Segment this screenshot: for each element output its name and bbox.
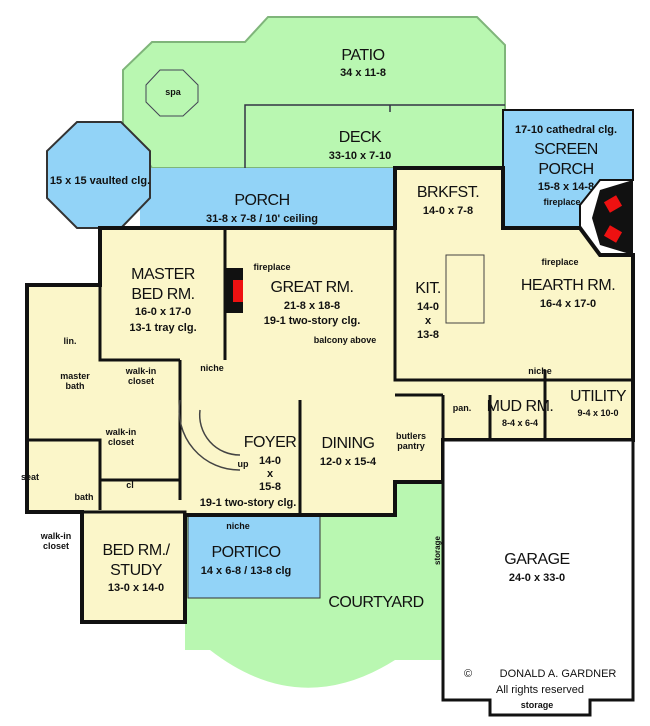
deck-dims: 33-10 x 7-10 bbox=[328, 150, 392, 162]
bath-label: bath bbox=[74, 492, 94, 502]
master-bath-label: master bath bbox=[60, 371, 90, 391]
hearth-room-dims: 16-4 x 17-0 bbox=[539, 298, 597, 310]
niche-label-foyer: niche bbox=[226, 521, 250, 531]
patio-label: PATIO bbox=[341, 47, 385, 64]
hearth-room-fire bbox=[603, 225, 623, 243]
bed-study-label-2: STUDY bbox=[110, 562, 162, 579]
copyright-owner: DONALD A. GARDNER bbox=[499, 668, 617, 680]
great-room-note: 19-1 two-story clg. bbox=[263, 315, 361, 327]
master-bed-label-1: MASTER bbox=[131, 266, 195, 283]
fireplace-label-hearth: fireplace bbox=[541, 257, 579, 267]
portico-dims: 14 x 6-8 / 13-8 clg bbox=[200, 565, 292, 577]
great-room-dims: 21-8 x 18-8 bbox=[283, 300, 341, 312]
kitchen-label: KIT. bbox=[415, 280, 441, 297]
storage-label-side: storage bbox=[433, 536, 442, 565]
great-room-fire bbox=[233, 280, 243, 302]
fireplace-label-great-room: fireplace bbox=[253, 262, 291, 272]
kitchen-dim-1: 14-0 bbox=[416, 301, 440, 313]
seat-label: seat bbox=[20, 472, 40, 482]
deck-railing bbox=[244, 104, 505, 168]
niche-label-kitchen: niche bbox=[528, 366, 552, 376]
bed-study-label-1: BED RM./ bbox=[102, 542, 170, 559]
pantry-label: pan. bbox=[452, 403, 472, 413]
stair-up-label: up bbox=[237, 459, 249, 469]
fireplace-label-screen-porch: fireplace bbox=[543, 197, 581, 207]
portico-area bbox=[187, 514, 321, 599]
mud-room-dims: 8-4 x 6-4 bbox=[501, 418, 539, 428]
courtyard-label: COURTYARD bbox=[328, 594, 424, 611]
porch-area bbox=[140, 168, 400, 230]
deck-label: DECK bbox=[338, 129, 382, 146]
curved-stair bbox=[178, 399, 241, 471]
walk-in-closet-label-2: walk-in closet bbox=[105, 427, 137, 447]
foyer-dim-x: x bbox=[266, 468, 274, 480]
storage-label-bottom: storage bbox=[520, 700, 554, 710]
balcony-above-label: balcony above bbox=[313, 335, 377, 345]
brkfst-dims: 14-0 x 7-8 bbox=[422, 205, 474, 217]
utility-dims: 9-4 x 10-0 bbox=[577, 408, 619, 418]
screen-porch-note: 17-10 cathedral clg. bbox=[514, 124, 618, 136]
kitchen-island bbox=[445, 254, 485, 324]
foyer-dim-1: 14-0 bbox=[258, 455, 282, 467]
kitchen-dim-x: x bbox=[424, 315, 432, 327]
master-bed-note: 13-1 tray clg. bbox=[129, 322, 197, 334]
garage-label: GARAGE bbox=[504, 551, 570, 568]
garage-dims: 24-0 x 33-0 bbox=[508, 572, 566, 584]
porch-dims: 31-8 x 7-8 / 10' ceiling bbox=[205, 213, 319, 225]
porch-label: PORCH bbox=[234, 192, 290, 209]
walk-in-closet-label-3: walk-in closet bbox=[40, 531, 72, 551]
screen-porch-label-2: PORCH bbox=[538, 161, 594, 178]
master-bed-dims: 16-0 x 17-0 bbox=[134, 306, 192, 318]
portico-label: PORTICO bbox=[211, 544, 281, 561]
hearth-fireplace bbox=[592, 180, 633, 255]
house-interior bbox=[25, 166, 635, 624]
copyright-symbol: © bbox=[463, 668, 473, 680]
brkfst-label: BRKFST. bbox=[416, 184, 480, 201]
screen-porch-label-1: SCREEN bbox=[534, 141, 598, 158]
dining-label: DINING bbox=[321, 435, 376, 452]
garage-area bbox=[441, 438, 635, 717]
copyright-rights: All rights reserved bbox=[495, 684, 585, 696]
foyer-label: FOYER bbox=[243, 434, 297, 451]
gazebo-note: 15 x 15 vaulted clg. bbox=[49, 175, 151, 187]
patio-dims: 34 x 11-8 bbox=[340, 67, 386, 79]
utility-label: UTILITY bbox=[569, 388, 627, 405]
foyer-note: 19-1 two-story clg. bbox=[199, 497, 297, 509]
butlers-pantry-label: butlers pantry bbox=[396, 431, 427, 451]
kitchen-dim-2: 13-8 bbox=[416, 329, 440, 341]
spa bbox=[145, 69, 199, 117]
mud-room-label: MUD RM. bbox=[486, 398, 554, 415]
lin-label: lin. bbox=[63, 336, 77, 346]
dining-dims: 12-0 x 15-4 bbox=[319, 456, 377, 468]
niche-label-master: niche bbox=[200, 363, 224, 373]
screen-porch-fire bbox=[603, 195, 623, 213]
great-room-label: GREAT RM. bbox=[270, 279, 354, 296]
walk-in-closet-label-1: walk-in closet bbox=[125, 366, 157, 386]
spa-label: spa bbox=[165, 87, 181, 97]
screen-porch-dims: 15-8 x 14-8 bbox=[537, 181, 595, 193]
bed-study-dims: 13-0 x 14-0 bbox=[107, 582, 165, 594]
foyer-dim-2: 15-8 bbox=[258, 481, 282, 493]
hearth-room-label: HEARTH RM. bbox=[520, 277, 616, 294]
closet-label: cl bbox=[126, 480, 134, 490]
master-bed-label-2: BED RM. bbox=[131, 286, 195, 303]
